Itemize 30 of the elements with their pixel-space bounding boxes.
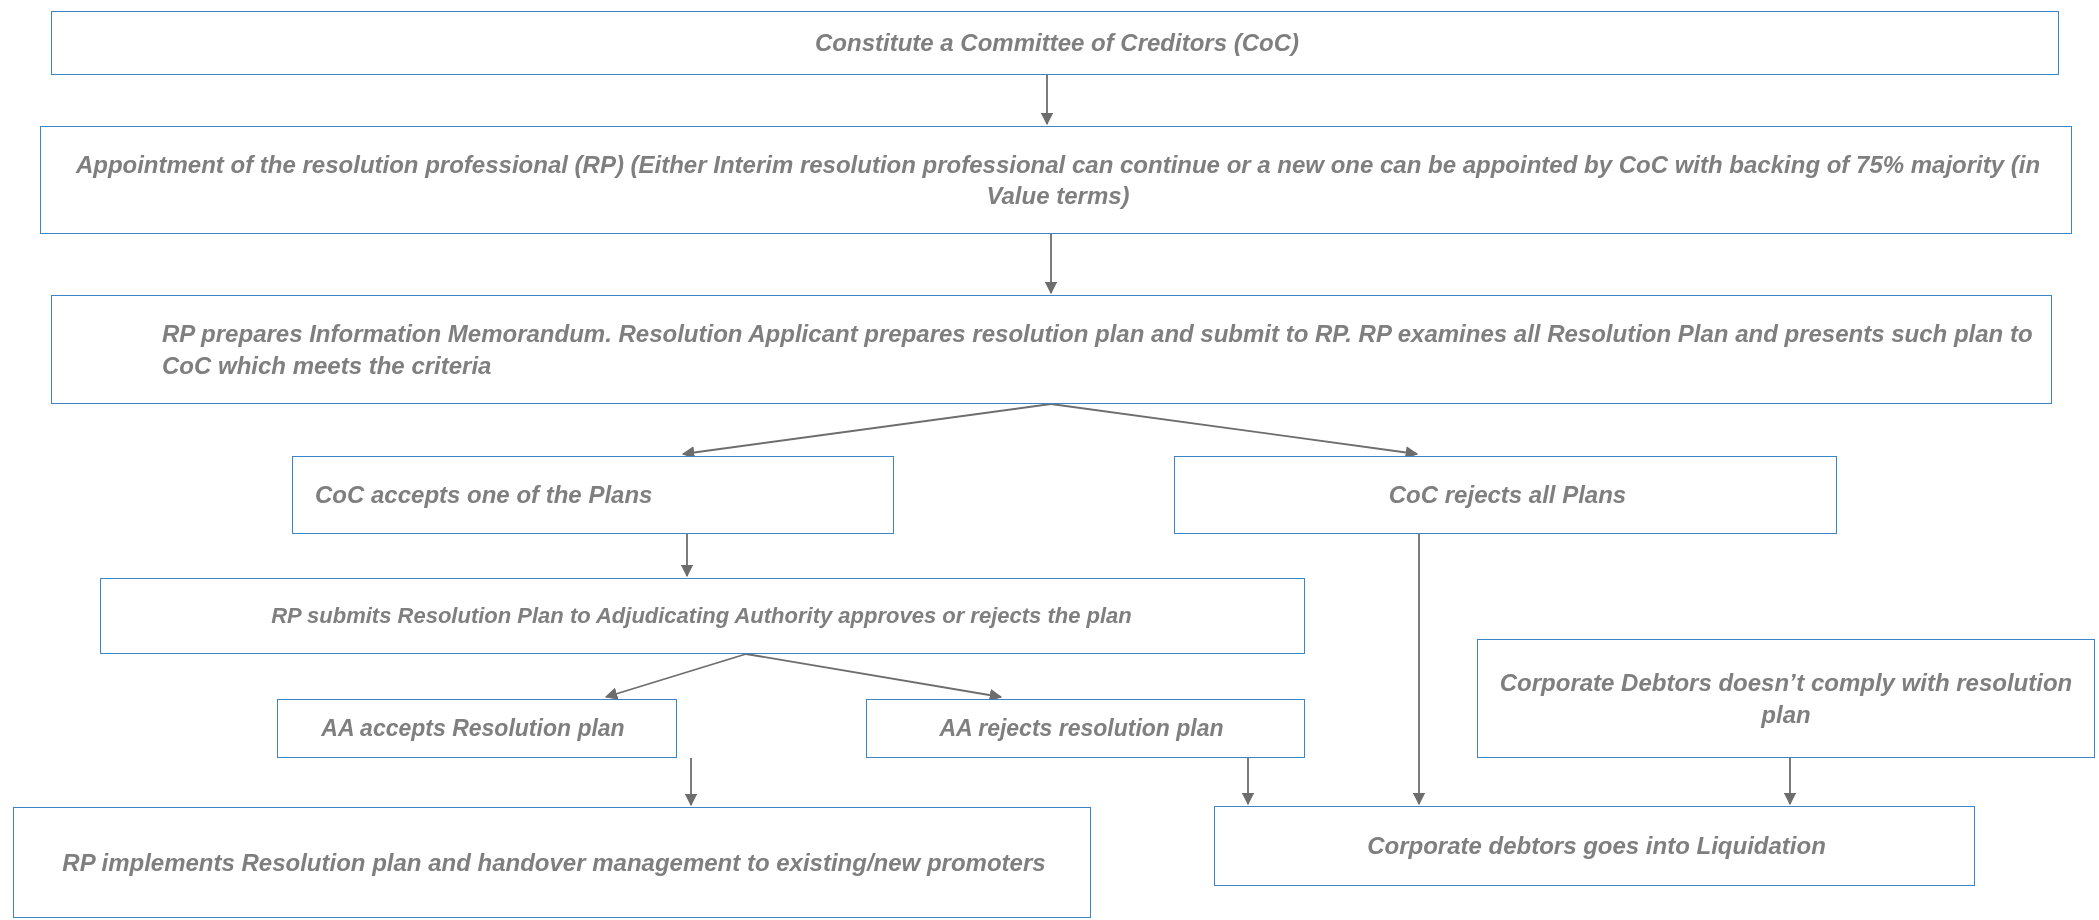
process-box <box>100 578 1305 654</box>
process-box <box>292 456 894 534</box>
process-box <box>40 126 2072 234</box>
arrow <box>680 533 694 578</box>
box-text: Appointment of the resolution professional (RP) (Either Interim resolution professional can continue or a new one can be appointed by CoC with backing of 75% majority (in Value terms) <box>74 149 2042 211</box>
box-text: RP prepares Information Memorandum. Resolution Applicant prepares resolution plan and submit to RP. RP examines all Resolution Plan and presents such plan to CoC which meets the criteria <box>162 319 2034 381</box>
process-box <box>51 295 2052 404</box>
arrow <box>684 757 698 807</box>
box-text: Corporate debtors goes into Liquidation <box>1367 831 1826 862</box>
arrow <box>604 653 747 700</box>
box-text: Corporate Debtors doesn’t comply with resolution plan <box>1498 668 2074 730</box>
box-text: RP submits Resolution Plan to Adjudicating Authority approves or rejects the plan <box>271 601 1132 630</box>
arrow <box>1044 233 1058 295</box>
box-text: Constitute a Committee of Creditors (CoC) <box>815 28 1299 59</box>
process-box <box>866 699 1305 758</box>
arrow <box>1412 533 1426 806</box>
box-text: AA accepts Resolution plan <box>321 713 625 743</box>
process-box <box>1477 639 2095 758</box>
process-box <box>51 11 2059 75</box>
box-text: CoC rejects all Plans <box>1388 480 1627 511</box>
process-box <box>1214 806 1975 886</box>
arrow <box>1241 757 1255 806</box>
arrow <box>1040 74 1054 126</box>
box-text: AA rejects resolution plan <box>939 713 1224 743</box>
process-box <box>1174 456 1837 534</box>
box-text: RP implements Resolution plan and handover management to existing/new promoters <box>62 847 1046 878</box>
process-box <box>277 699 677 758</box>
arrow <box>1783 757 1797 806</box>
box-text: CoC accepts one of the Plans <box>315 480 653 511</box>
process-box <box>13 807 1091 918</box>
